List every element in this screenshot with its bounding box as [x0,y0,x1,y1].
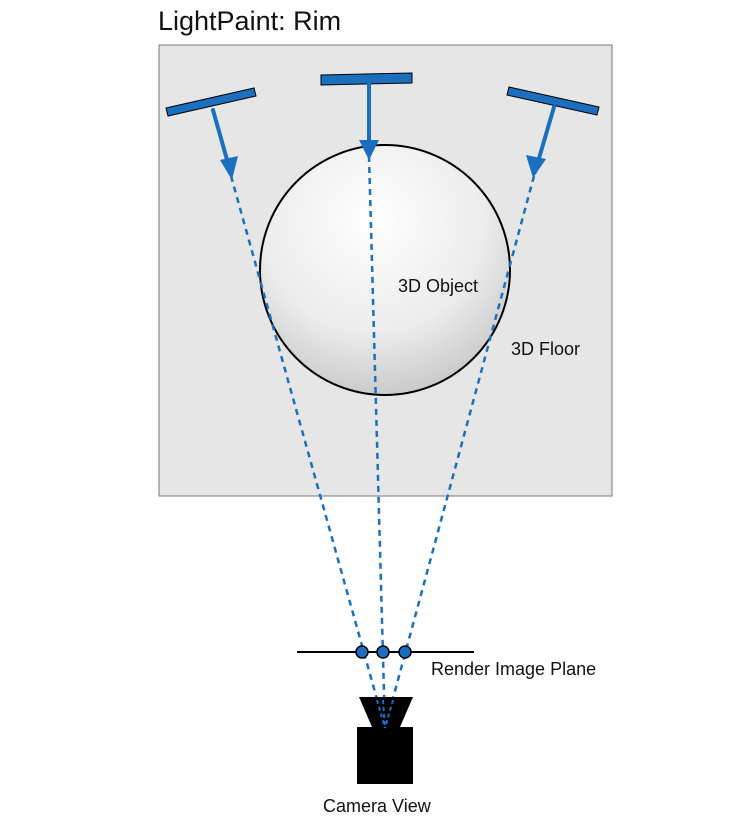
lens-ray-center [382,699,386,729]
ray-center [367,155,387,729]
object-sphere [259,144,511,396]
plane-pixel-left [355,645,369,659]
camera-lens [359,697,413,727]
diagram-title: LightPaint: Rim [158,6,342,36]
arrowhead-left [220,156,238,180]
ray-left [229,175,387,729]
plane-pixel-right [398,645,412,659]
light-panel-center [320,72,413,86]
light-panel-left [165,87,257,117]
camera-label: Camera View [323,796,432,816]
plane-pixel-center [376,645,390,659]
ray-right [383,175,536,729]
floor-label: 3D Floor [511,339,580,359]
arrowhead-center [359,140,379,160]
lens-ray-right [384,699,394,729]
camera-body [357,727,413,784]
object-label: 3D Object [398,276,478,296]
light-panel-right [506,86,600,116]
image-plane-label: Render Image Plane [431,659,596,679]
arrowhead-right [526,155,546,178]
